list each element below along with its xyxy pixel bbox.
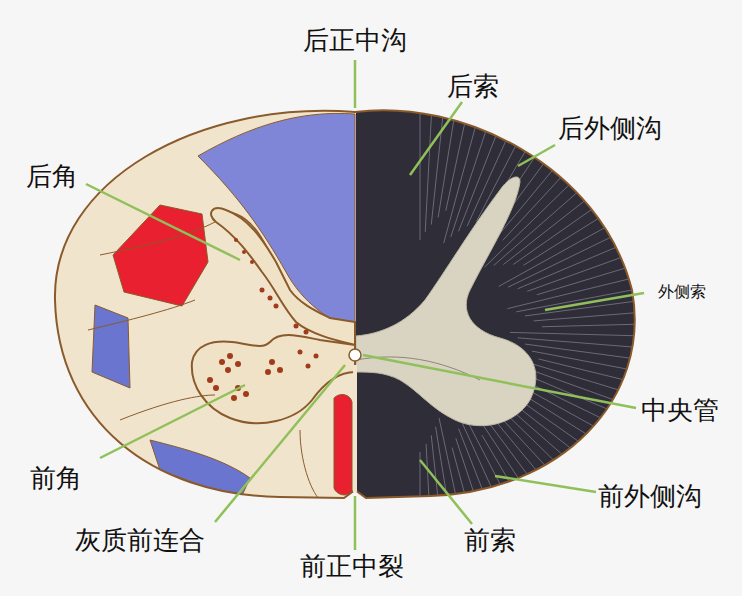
part-label: 外侧索 bbox=[658, 284, 706, 300]
fiber-line bbox=[438, 34, 468, 218]
fiber-line bbox=[494, 132, 646, 265]
anterior-fissure bbox=[353, 365, 357, 492]
leader-line bbox=[545, 293, 644, 310]
leader-line bbox=[410, 102, 462, 175]
fiber-line bbox=[516, 274, 715, 311]
part-label: 后正中沟 bbox=[303, 27, 407, 53]
fiber-line bbox=[506, 405, 646, 527]
stained-white-matter bbox=[356, 0, 742, 596]
neuron-dots bbox=[207, 238, 319, 401]
part-label: 前角 bbox=[30, 465, 82, 491]
fiber-line bbox=[503, 145, 656, 265]
part-label: 前正中裂 bbox=[300, 553, 404, 579]
fiber-line bbox=[499, 185, 683, 287]
part-label: 后外侧沟 bbox=[558, 115, 662, 141]
leader-line bbox=[518, 145, 555, 166]
fiber-line bbox=[439, 418, 483, 596]
leader-line bbox=[420, 460, 472, 524]
stained-half bbox=[356, 0, 742, 596]
fiber-line bbox=[426, 444, 436, 596]
anterior-corticospinal-tract bbox=[334, 395, 352, 495]
fiber-line bbox=[518, 338, 719, 354]
leader-line bbox=[100, 385, 245, 458]
fiber-line bbox=[452, 448, 499, 596]
leader-line bbox=[495, 476, 596, 492]
leader-line bbox=[354, 60, 357, 108]
lateral-tract bbox=[92, 305, 130, 388]
part-label: 后角 bbox=[26, 163, 78, 189]
cord-outline bbox=[55, 110, 635, 498]
fiber-line bbox=[542, 322, 720, 327]
stained-gray-matter bbox=[356, 177, 536, 426]
schematic-half bbox=[0, 0, 356, 596]
part-label: 后索 bbox=[447, 73, 499, 99]
white-matter bbox=[0, 0, 356, 596]
fiber-line bbox=[459, 429, 530, 596]
fiber-line bbox=[507, 259, 711, 309]
part-label: 前索 bbox=[464, 527, 516, 553]
fiber-line bbox=[420, 30, 421, 240]
fiber-line bbox=[425, 30, 436, 232]
leader-line bbox=[215, 365, 345, 522]
fiber-line bbox=[527, 228, 702, 291]
fiber-line bbox=[508, 199, 690, 287]
fiber-line bbox=[507, 415, 635, 539]
fiber-line bbox=[431, 435, 452, 596]
fiber-line bbox=[510, 332, 720, 338]
anterior-tract bbox=[150, 440, 250, 500]
fiber-line bbox=[460, 419, 543, 596]
gray-matter bbox=[192, 208, 355, 423]
central-canal bbox=[349, 349, 361, 361]
fiber-line bbox=[456, 438, 514, 596]
fiber-line bbox=[482, 435, 572, 588]
tract-boundary bbox=[88, 222, 320, 500]
part-label: 前外侧沟 bbox=[598, 483, 702, 509]
leader-line bbox=[363, 355, 636, 408]
leader-line bbox=[86, 184, 240, 260]
leader-line bbox=[354, 496, 357, 550]
fiber-line bbox=[513, 158, 665, 265]
commissure-fibers bbox=[356, 357, 480, 380]
fiber-line bbox=[518, 213, 697, 288]
part-label: 中央管 bbox=[641, 397, 719, 423]
fiber-line bbox=[461, 410, 558, 596]
fiber-line bbox=[525, 344, 717, 370]
fiber-line bbox=[420, 452, 421, 596]
part-label: 灰质前连合 bbox=[75, 527, 205, 553]
